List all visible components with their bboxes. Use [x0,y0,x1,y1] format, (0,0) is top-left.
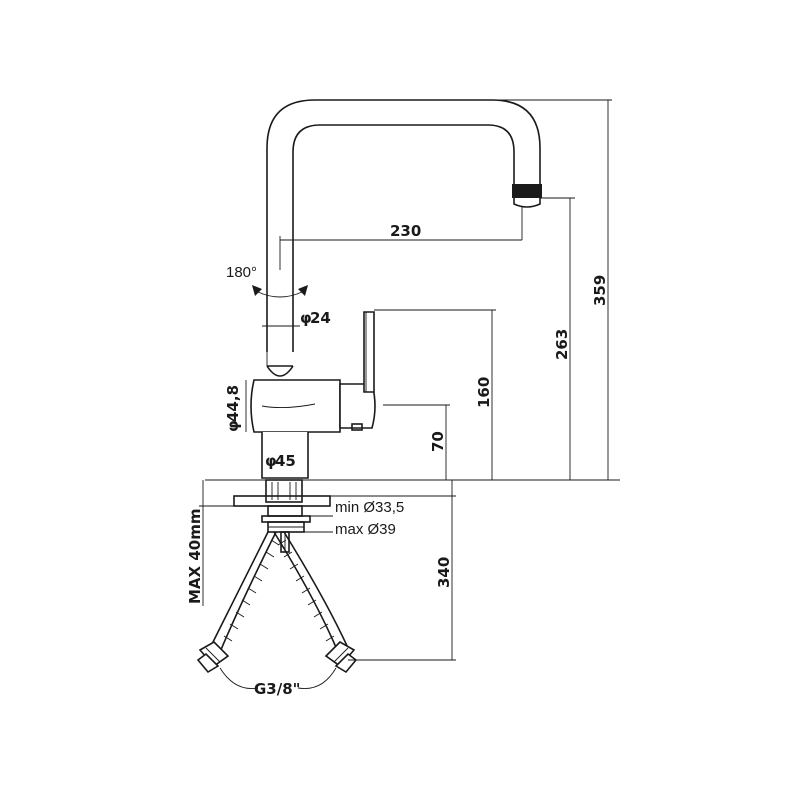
body-height-label: 70 [429,431,447,452]
spout-diameter-symbol: φ [300,309,312,327]
mixer-body [250,311,376,479]
lever-height-label: 160 [475,377,493,408]
reach-label: 230 [390,222,421,240]
spout-diameter-label: 24 [310,309,331,327]
body-diameter-symbol: φ [224,420,242,432]
hose-length-label: 340 [435,557,453,588]
deck-thickness-label: MAX 40mm [186,509,204,604]
rotation-arrow: 180° [226,264,308,298]
hole-max-label: max Ø39 [335,521,396,538]
base-diameter-symbol: φ [265,452,277,470]
total-height-label: 359 [591,275,609,306]
flexible-hoses [196,531,358,674]
hole-min-label: min Ø33,5 [335,499,404,516]
rotation-label: 180° [226,264,257,281]
dimension-labels: 230 φ 24 φ 44,8 φ 45 359 263 160 70 340 … [186,222,609,698]
left-connector [196,641,230,674]
base-diameter-label: 45 [275,452,296,470]
body-diameter-label: 44,8 [224,385,242,422]
dimension-lines [199,99,620,690]
mounting [205,479,620,553]
connection-label: G3/8" [254,680,300,698]
spout-height-label: 263 [553,329,571,360]
spout [266,99,542,366]
aerator [512,184,542,198]
right-connector [324,641,358,674]
